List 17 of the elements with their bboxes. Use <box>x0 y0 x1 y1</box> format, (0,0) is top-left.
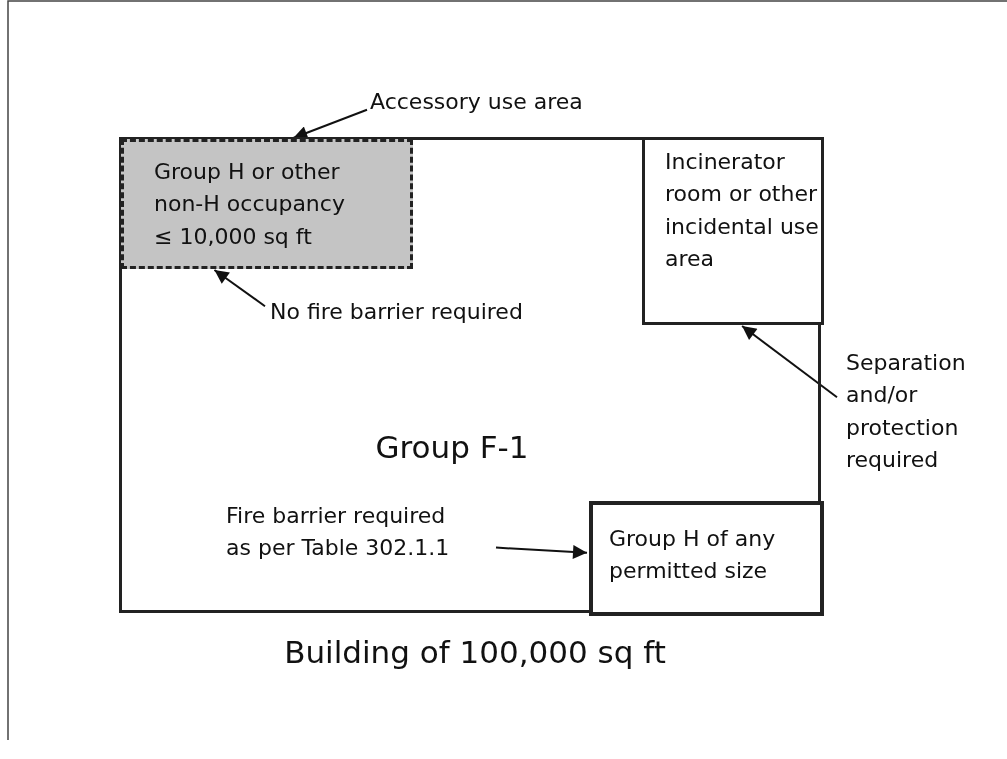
room-label: Group F-1 <box>374 428 530 467</box>
room-label: Group H or other non-H occupancy ≤ 10,000 sq ft <box>154 158 346 251</box>
callout-text: Accessory use area <box>370 88 584 116</box>
arrow <box>213 269 266 308</box>
arrow <box>495 544 588 559</box>
callout-text: Separation and/or protection required <box>846 349 967 475</box>
room-box <box>642 137 824 325</box>
room-box <box>589 501 824 616</box>
arrow <box>741 325 838 399</box>
arrow <box>292 108 368 140</box>
callout-text: Fire barrier required as per Table 302.1.1 <box>226 502 451 563</box>
room-label: Group H of any permitted size <box>609 525 777 586</box>
building-outline <box>119 137 821 613</box>
caption: Building of 100,000 sq ft <box>283 634 667 670</box>
callout-text: No fire barrier required <box>270 298 524 326</box>
accessory-area-box <box>121 139 413 269</box>
room-label: Incinerator room or other incidental use area <box>665 148 820 274</box>
